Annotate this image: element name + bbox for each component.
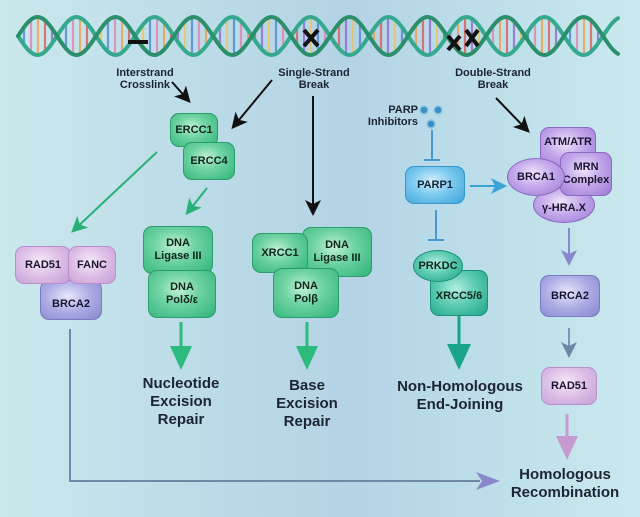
label-line: Interstrand (116, 67, 174, 79)
arrow-ercc-to-fanc (71, 151, 158, 233)
label-line: Base (289, 377, 325, 394)
protein-label: ERCC1 (175, 123, 213, 136)
protein-label: Ligase III (313, 252, 361, 264)
pathway-nucleotide-excision-repair: Nucleotide Excision Repair (126, 375, 236, 429)
label-line: Double-Strand (455, 67, 531, 79)
big-arrow-ner (170, 322, 192, 370)
protein-parp1: PARP1 (405, 166, 465, 204)
label-line: Repair (157, 411, 205, 428)
label-line: Repair (283, 413, 331, 430)
protein-label: MRN (573, 161, 599, 174)
protein-label: FANC (77, 258, 107, 271)
protein-brca1: BRCA1 (507, 158, 565, 196)
arrow-crosslink-to-ercc1 (171, 81, 191, 103)
label-parp-inhibitors: PARP Inhibitors (360, 104, 418, 129)
protein-label: Polδ/ε (165, 294, 199, 306)
label-line: Homologous (519, 466, 611, 483)
arrow-ssb-to-ercc1 (231, 79, 273, 130)
protein-label: XRCC5/6 (435, 289, 483, 302)
big-arrow-ber (296, 322, 318, 370)
label-line: Nucleotide (142, 375, 220, 392)
protein-label: BRCA1 (517, 170, 555, 183)
big-arrow-nhej (447, 316, 471, 370)
protein-label: RAD51 (550, 379, 588, 392)
protein-label: BRCA2 (52, 297, 90, 310)
dna-strand-a (16, 14, 620, 58)
label-double-strand-break: Double-Strand Break (447, 67, 539, 92)
connector-fanc-to-hr (69, 329, 500, 490)
protein-prkdc: PRKDC (413, 250, 463, 282)
label-line: Break (477, 79, 509, 92)
arrow-dsb-to-atm (495, 97, 530, 133)
pathway-base-excision-repair: Base Excision Repair (262, 377, 352, 431)
protein-ercc4: ERCC4 (183, 142, 235, 180)
protein-label: BRCA2 (551, 289, 589, 302)
dna-double-helix (16, 14, 620, 58)
protein-brca2-left: BRCA2 (40, 280, 102, 320)
protein-label: DNA (170, 281, 194, 294)
arrow-ercc-to-ner (185, 187, 208, 216)
protein-label: DNA (325, 239, 349, 252)
protein-fanc: FANC (68, 246, 116, 284)
label-interstrand-crosslink: Interstrand Crosslink (98, 67, 192, 92)
protein-label: PARP1 (417, 178, 453, 191)
label-line: Crosslink (119, 79, 171, 92)
protein-xrcc5-6: XRCC5/6 (430, 270, 488, 316)
label-line: Recombination (510, 484, 620, 501)
double-strand-break-mark (446, 28, 480, 52)
protein-label: Complex (562, 174, 610, 186)
pathway-homologous-recombination: Homologous Recombination (500, 466, 630, 502)
label-line: Break (298, 79, 330, 92)
inhibition-bar-parp1-prkdc (428, 210, 444, 241)
single-strand-break-mark (302, 28, 320, 48)
label-single-strand-break: Single-Strand Break (268, 67, 360, 92)
protein-label: Polβ (294, 293, 318, 305)
protein-label: γ-HRA.X (541, 201, 586, 214)
protein-xrcc1: XRCC1 (252, 233, 308, 273)
protein-label: PRKDC (418, 259, 458, 272)
label-line: Excision (150, 393, 212, 410)
label-line: PARP (388, 104, 418, 116)
protein-label: DNA (294, 280, 318, 293)
protein-label: Ligase III (154, 250, 202, 262)
label-line: Single-Strand (278, 67, 350, 79)
protein-brca2-right: BRCA2 (540, 275, 600, 317)
label-line: End-Joining (416, 396, 504, 413)
label-line: Inhibitors (367, 116, 418, 129)
protein-rad51-right: RAD51 (541, 367, 597, 405)
parp-inhibitor-molecules (419, 105, 443, 129)
protein-label: DNA (166, 237, 190, 250)
label-line: Non-Homologous (397, 378, 523, 395)
label-line: Excision (276, 395, 338, 412)
protein-label: XRCC1 (261, 246, 299, 259)
protein-rad51-left: RAD51 (15, 246, 71, 284)
protein-label: RAD51 (24, 258, 62, 271)
inhibition-bar-parp-inhibitors (424, 130, 440, 161)
protein-label: ATM/ATR (544, 136, 592, 148)
dna-strand-b (16, 14, 620, 58)
big-arrow-hr (556, 414, 578, 460)
pathway-non-homologous-end-joining: Non-Homologous End-Joining (380, 378, 540, 414)
protein-label: ERCC4 (190, 154, 228, 167)
